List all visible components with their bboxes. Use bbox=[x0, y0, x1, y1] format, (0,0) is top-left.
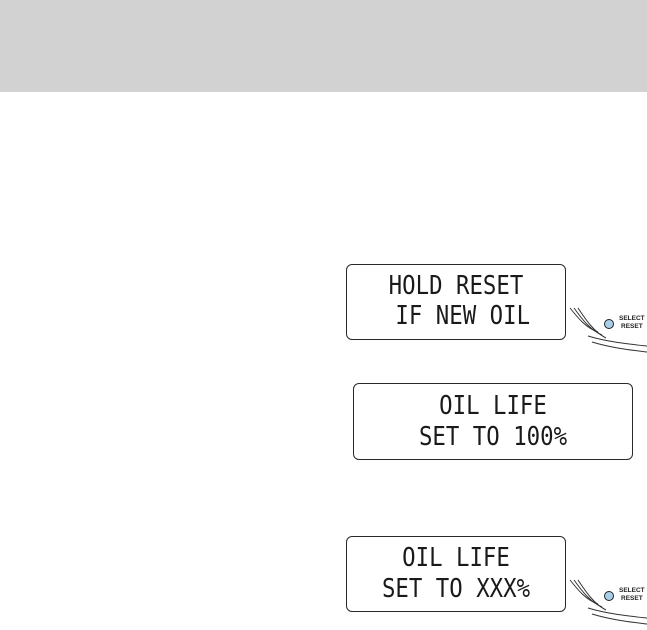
lcd-line-2: IF NEW OIL bbox=[381, 301, 531, 331]
lcd-line-1: OIL LIFE bbox=[439, 391, 547, 421]
lcd-display-oil-life-100: OIL LIFE SET TO 100% bbox=[353, 383, 633, 460]
lcd-line-2: SET TO XXX% bbox=[381, 574, 531, 604]
header-band bbox=[0, 0, 647, 92]
reset-label: RESET bbox=[621, 595, 643, 602]
select-reset-button: SELECT RESET bbox=[568, 578, 647, 626]
reset-label: RESET bbox=[621, 323, 643, 330]
button-indicator-icon bbox=[604, 591, 614, 601]
lcd-line-2: SET TO 100% bbox=[418, 422, 568, 452]
lcd-display-oil-life-xxx: OIL LIFE SET TO XXX% bbox=[346, 536, 566, 612]
select-reset-button: SELECT RESET bbox=[568, 306, 647, 354]
select-reset-button-graphic bbox=[569, 579, 647, 625]
select-label: SELECT bbox=[619, 315, 645, 322]
select-label: SELECT bbox=[619, 587, 645, 594]
lcd-display-hold-reset: HOLD RESET IF NEW OIL bbox=[346, 264, 566, 340]
lcd-line-1: HOLD RESET bbox=[388, 271, 524, 301]
lcd-line-1: OIL LIFE bbox=[402, 543, 510, 573]
button-indicator-icon bbox=[604, 319, 614, 329]
select-reset-button-graphic bbox=[569, 307, 647, 353]
